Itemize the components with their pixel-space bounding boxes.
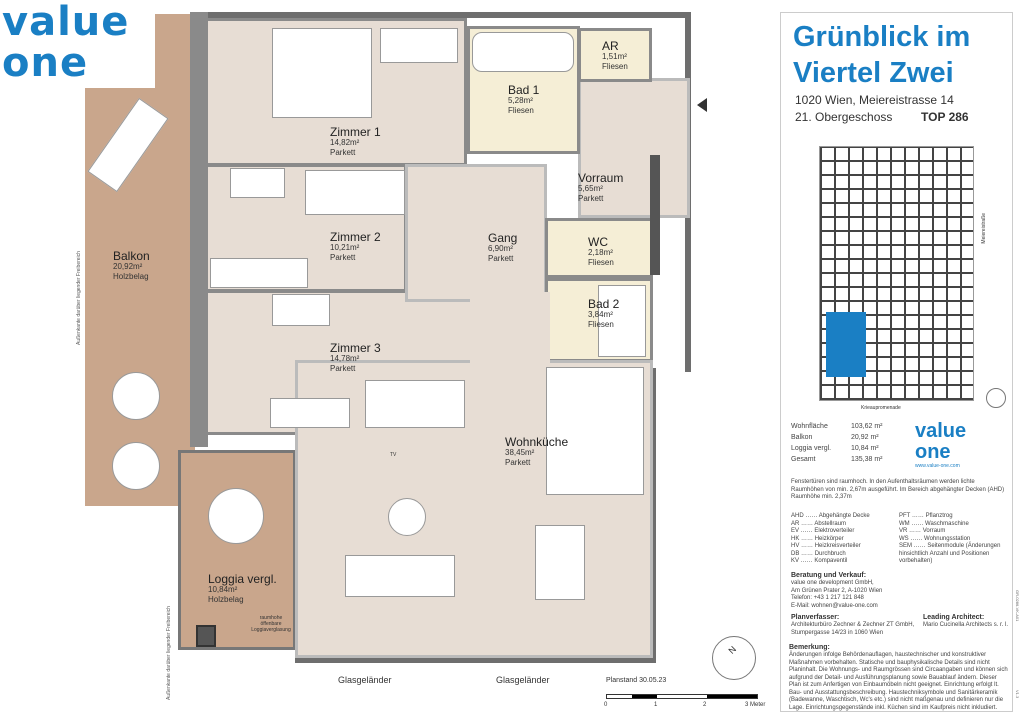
north-label: N — [726, 644, 739, 656]
unit-number: TOP 286 — [921, 110, 969, 124]
logo-line1: value — [2, 0, 130, 45]
kitchen-counter — [546, 367, 644, 495]
loggia-area — [178, 450, 296, 650]
wall — [190, 12, 208, 447]
floor-level: 21. Obergeschoss — [795, 110, 893, 124]
dining-table — [535, 525, 585, 600]
lounge-chair — [112, 442, 160, 490]
street-label: Meiereistraße — [981, 213, 987, 244]
street-label: Krieaupromenade — [861, 405, 901, 411]
round-table — [388, 498, 426, 536]
lounge-chair — [112, 372, 160, 420]
room-wc — [545, 218, 653, 278]
sofa — [345, 555, 455, 597]
scale-tick: 0 — [604, 702, 608, 708]
desk — [230, 168, 285, 198]
entrance-arrow-icon — [697, 98, 707, 112]
building-location-map — [819, 146, 974, 401]
wall — [190, 12, 690, 18]
north-compass-icon: N — [712, 636, 756, 680]
plan-version: V1.3 — [1015, 690, 1020, 699]
tv-label: TV — [390, 452, 397, 458]
loggia-table — [208, 488, 264, 544]
architect-info: Leading Architect: Mario Cucinella Archi… — [923, 614, 1009, 628]
shaft — [650, 155, 660, 275]
unit-highlight — [826, 312, 866, 377]
sales-info: Beratung und Verkauf: value one developm… — [791, 572, 883, 609]
legend-right: PFT …… Pflanztrog WM …… Waschmaschine VR… — [899, 513, 1001, 564]
wardrobe — [210, 258, 308, 288]
plan-code: GR-0286-VK-A01 — [1015, 590, 1020, 622]
bed — [305, 170, 405, 215]
planstand: Planstand 30.05.23 — [606, 677, 667, 684]
scale-tick: 1 — [654, 702, 658, 708]
address: 1020 Wien, Meiereistrasse 14 — [795, 93, 954, 107]
freibereich-note: Außenkante darüber liegender Freibereich — [76, 251, 82, 345]
room-gang — [405, 164, 547, 302]
legend-left: AHD …… Abgehängte Decke AR …… Abstellrau… — [791, 513, 870, 564]
wardrobe — [270, 398, 350, 428]
wardrobe — [380, 28, 458, 63]
wall — [295, 655, 656, 663]
glasgelaender-label: Glasgeländer — [496, 675, 550, 685]
area-row: Loggia vergl.10,84 m² — [791, 445, 879, 452]
scale-tick: 2 — [703, 702, 707, 708]
remark: Bemerkung: Änderungen infolge Behördenau… — [789, 644, 1008, 711]
room-wohnkueche-ext — [470, 292, 550, 367]
height-note: Fenstertüren sind raumhoch. In den Aufen… — [791, 479, 1005, 500]
glasgelaender-label: Glasgeländer — [338, 675, 392, 685]
planner-info: Planverfasser: Architekturbüro Zechner &… — [791, 614, 915, 636]
wall — [650, 368, 656, 663]
desk — [272, 294, 330, 326]
freibereich-note-2: Außenkante darüber liegender Freibereich — [166, 606, 172, 700]
north-compass-icon — [986, 388, 1006, 408]
balcony-area-top — [155, 14, 195, 90]
scale-tick: 3 Meter — [745, 702, 766, 708]
loggia-note: raumhohe öffenbare Loggiaverglasung — [251, 615, 291, 633]
logo-line2: one — [2, 40, 89, 86]
grill — [196, 625, 216, 647]
shower — [598, 285, 646, 357]
bed — [365, 380, 465, 428]
room-ar — [578, 28, 652, 82]
bed — [272, 28, 372, 118]
bathtub — [472, 32, 574, 72]
